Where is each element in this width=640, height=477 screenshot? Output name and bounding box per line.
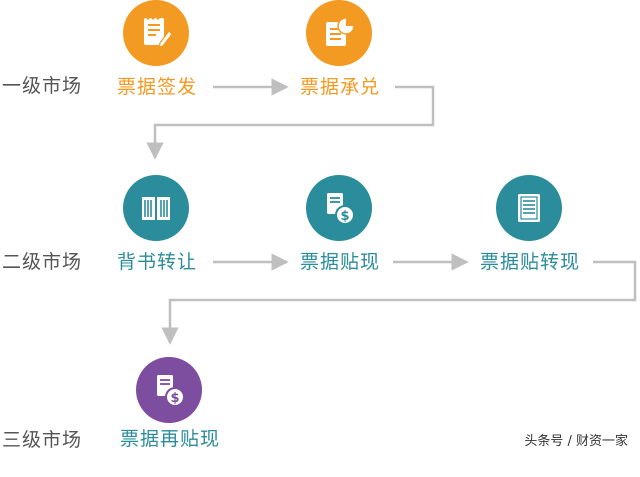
svg-text:$: $ xyxy=(340,209,349,224)
tertiary-market-label: 三级市场 xyxy=(2,429,83,451)
document-list-icon xyxy=(496,175,562,241)
primary-market-label: 一级市场 xyxy=(2,75,83,97)
node-bill-discount: $ 票据贴现 xyxy=(280,175,400,295)
node-label: 背书转让 xyxy=(116,251,197,273)
node-label: 票据承兑 xyxy=(299,76,380,98)
node-bill-rediscount: $ 票据再贴现 xyxy=(110,357,230,477)
document-pie-chart-icon xyxy=(306,0,372,66)
node-bill-issue: 票据签发 xyxy=(97,0,217,120)
node-bill-acceptance: 票据承兑 xyxy=(280,0,400,120)
node-label: 票据再贴现 xyxy=(119,428,220,450)
node-label: 票据签发 xyxy=(116,76,197,98)
svg-text:$: $ xyxy=(170,391,179,406)
document-dollar-coin-icon: $ xyxy=(136,357,202,423)
watermark: 头条号 / 财资一家 xyxy=(524,434,628,449)
connector-rediscount-transfer-to-rediscount xyxy=(161,260,637,345)
node-label: 票据贴转现 xyxy=(479,251,580,273)
notepad-pen-icon xyxy=(123,0,189,66)
secondary-market-label: 二级市场 xyxy=(2,251,83,273)
connector-acceptance-to-endorsement xyxy=(146,85,435,160)
node-endorsement-transfer: 背书转让 xyxy=(97,175,217,295)
open-book-icon xyxy=(123,175,189,241)
node-bill-rediscount-transfer: 票据贴转现 xyxy=(470,175,590,295)
node-label: 票据贴现 xyxy=(299,251,380,273)
document-dollar-coin-icon: $ xyxy=(306,175,372,241)
flow-connectors xyxy=(146,78,637,345)
